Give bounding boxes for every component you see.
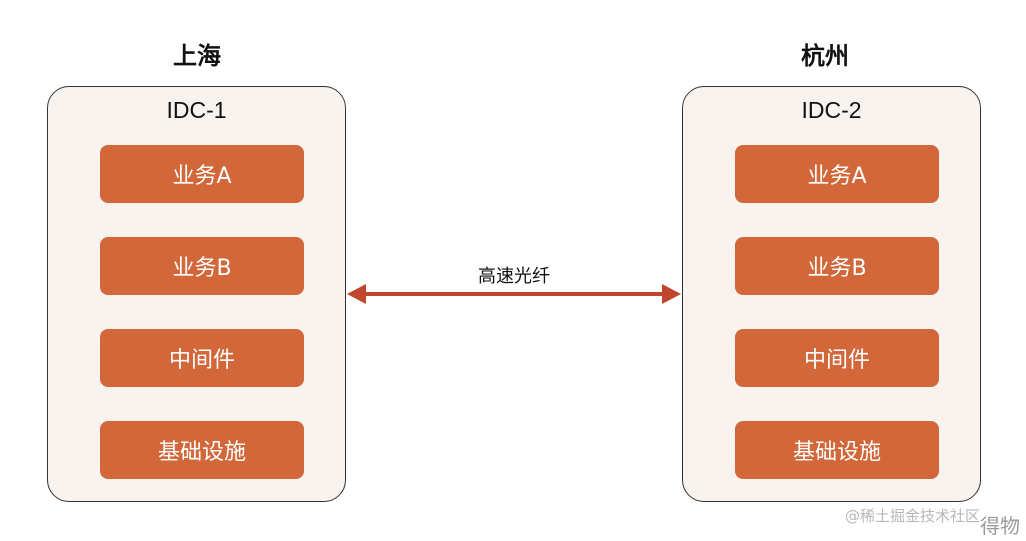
watermark-overlay: 得物: [980, 514, 1020, 538]
layer-business-b-left: 业务B: [100, 237, 304, 295]
idc-title-left: IDC-1: [166, 97, 227, 123]
idc-box-left: IDC-1 业务A 业务B 中间件 基础设施: [47, 86, 346, 502]
layer-middleware-right: 中间件: [735, 329, 939, 387]
layer-infrastructure-right: 基础设施: [735, 421, 939, 479]
layer-business-b-right: 业务B: [735, 237, 939, 295]
city-label-left: 上海: [173, 42, 221, 70]
idc-box-right: IDC-2 业务A 业务B 中间件 基础设施: [682, 86, 981, 502]
arrowhead-left-icon: [347, 284, 366, 304]
idc-title-right: IDC-2: [801, 97, 862, 123]
layer-business-a-right: 业务A: [735, 145, 939, 203]
watermark-text: @稀土掘金技术社区: [844, 507, 980, 525]
layer-middleware-left: 中间件: [100, 329, 304, 387]
layer-infrastructure-left: 基础设施: [100, 421, 304, 479]
city-label-right: 杭州: [801, 42, 849, 70]
link-label: 高速光纤: [478, 266, 550, 287]
layer-business-a-left: 业务A: [100, 145, 304, 203]
arrowhead-right-icon: [662, 284, 681, 304]
